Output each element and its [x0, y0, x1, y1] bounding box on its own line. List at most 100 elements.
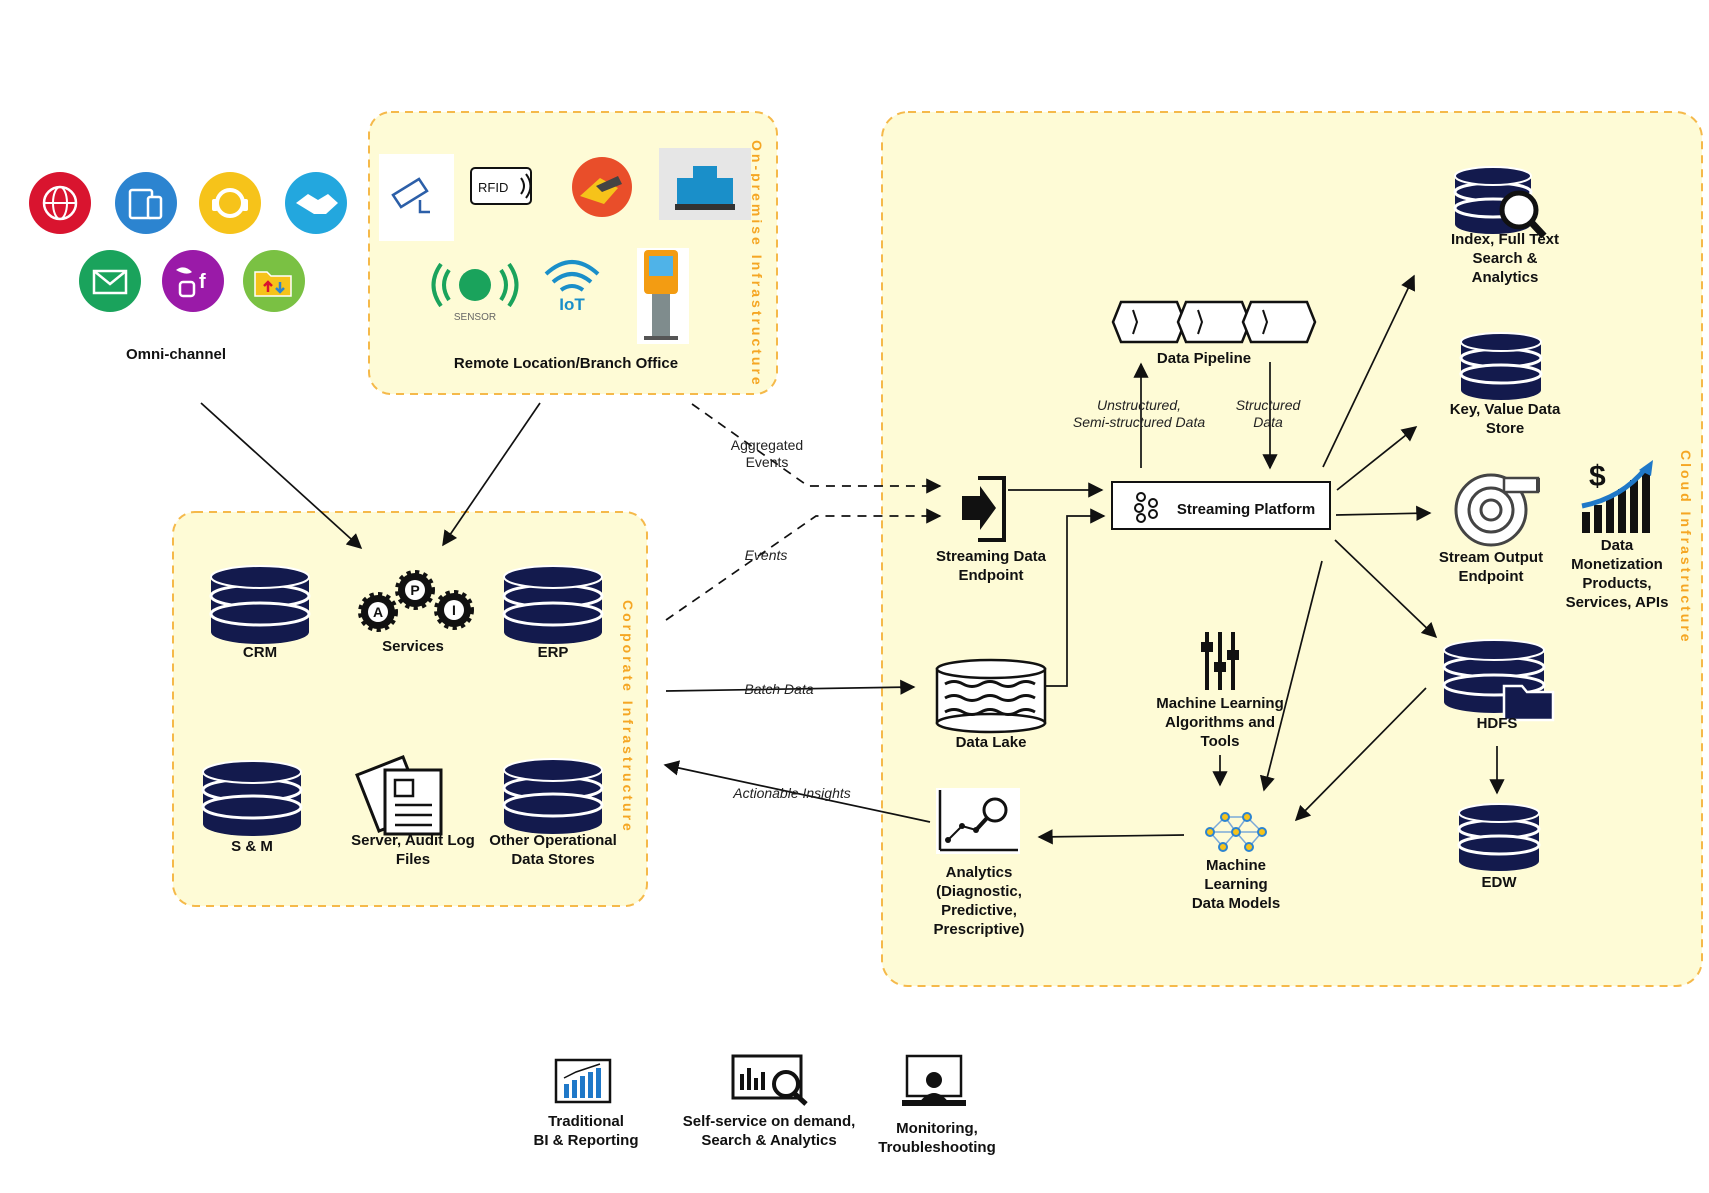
barcode-scanner-icon [572, 157, 632, 217]
edw-icon [1457, 803, 1541, 871]
edge-platform-to-ml-models [1259, 560, 1323, 792]
rfid-icon: RFID [470, 167, 532, 205]
ml-tools-label-line3: Tools [1201, 733, 1240, 750]
data-pipeline-icon [1111, 300, 1317, 344]
monetization-label-line2: Monetization [1571, 556, 1663, 573]
remote-office-label: Remote Location/Branch Office [454, 355, 678, 372]
monitoring-icon [902, 1054, 966, 1106]
streaming-endpoint-label-line2: Endpoint [959, 567, 1024, 584]
edge-platform-to-stream-output [1335, 505, 1432, 521]
monitoring-label-line2: Troubleshooting [878, 1139, 996, 1156]
api-gear-a: A [373, 604, 383, 620]
crm-database-icon [209, 565, 311, 644]
devices-icon [115, 172, 177, 234]
index-search-icon [1453, 166, 1547, 239]
edge-lake-to-platform [1046, 508, 1106, 687]
unstructured-label-line2: Semi-structured Data [1073, 414, 1205, 430]
ml-models-label-line3: Data Models [1192, 895, 1280, 912]
index-search-label-line3: Analytics [1472, 269, 1539, 286]
index-search-label-line2: Search & [1472, 250, 1537, 267]
key-value-label-line2: Store [1486, 420, 1524, 437]
ml-models-icon [1205, 812, 1267, 852]
monetization-icon: $ [1581, 460, 1653, 533]
cash-register-icon [659, 148, 751, 220]
shared-folder-icon [243, 250, 305, 312]
sm-label: S & M [231, 838, 273, 855]
services-label: Services [382, 638, 444, 655]
rfid-icon-text: RFID [478, 180, 508, 195]
analytics-label-line3: Predictive, [941, 902, 1017, 919]
web-icon [29, 172, 91, 234]
server-logs-label-line2: Files [396, 851, 430, 868]
batch-data-label: Batch Data [744, 681, 813, 697]
kafka-icon [1134, 492, 1158, 523]
analytics-label-line1: Analytics [946, 864, 1013, 881]
log-files-icon [355, 755, 443, 836]
edge-ml-models-to-analytics [1037, 829, 1185, 845]
omni-channel-label: Omni-channel [126, 346, 226, 363]
self-service-label-line2: Search & Analytics [701, 1132, 836, 1149]
ml-models-label-line2: Learning [1204, 876, 1267, 893]
ml-tools-label-line1: Machine Learning [1156, 695, 1284, 712]
streaming-endpoint-icon [962, 476, 1006, 542]
actionable-insights-label: Actionable Insights [732, 785, 851, 801]
edge-omni-to-services [200, 402, 363, 550]
unstructured-label-line1: Unstructured, [1097, 397, 1181, 413]
other-stores-label-line2: Data Stores [511, 851, 594, 868]
index-search-label-line1: Index, Full Text [1451, 231, 1559, 248]
api-gear-p: P [410, 582, 419, 598]
events-label: Events [745, 547, 788, 563]
edge-aggregated-events [691, 403, 942, 494]
self-service-icon [731, 1054, 808, 1106]
on-premise-zone-label: On-premise Infrastructure [749, 140, 765, 388]
sensor-icon: SENSOR [431, 262, 519, 323]
corporate-zone-label: Corporate Infrastructure [620, 600, 636, 834]
edge-platform-to-hdfs [1334, 539, 1438, 639]
ml-tools-label-line2: Algorithms and [1165, 714, 1275, 731]
handshake-icon [285, 172, 347, 234]
social-media-icon: f [162, 250, 224, 312]
server-logs-label-line1: Server, Audit Log [351, 832, 475, 849]
analytics-icon [936, 788, 1020, 854]
iot-icon-text: IoT [559, 295, 585, 314]
structured-label-line2: Data [1253, 414, 1283, 430]
support-icon [199, 172, 261, 234]
data-pipeline-label: Data Pipeline [1157, 350, 1251, 367]
edge-actionable-insights [663, 760, 931, 823]
erp-label: ERP [538, 644, 569, 661]
data-lake-label: Data Lake [956, 734, 1027, 751]
other-stores-label-line1: Other Operational [489, 832, 617, 849]
stream-output-label-line1: Stream Output [1439, 549, 1543, 566]
streaming-platform-node: Streaming Platform [1111, 481, 1331, 530]
ml-models-label-line1: Machine [1206, 857, 1266, 874]
other-stores-database-icon [502, 758, 604, 834]
kiosk-icon [637, 248, 689, 344]
api-gear-i: I [452, 602, 456, 618]
edge-platform-to-keyvalue [1336, 426, 1418, 491]
email-icon [79, 250, 141, 312]
ml-tools-icon [1201, 632, 1239, 690]
svg-text:f: f [199, 271, 206, 293]
analytics-label-line4: Prescriptive) [934, 921, 1025, 938]
hdfs-icon [1442, 639, 1555, 722]
edge-events [665, 508, 942, 621]
cctv-camera-icon [379, 154, 454, 241]
streaming-platform-label: Streaming Platform [1177, 501, 1315, 518]
edw-label: EDW [1482, 874, 1518, 891]
streaming-endpoint-label-line1: Streaming Data [936, 548, 1047, 565]
self-service-label-line1: Self-service on demand, [683, 1113, 856, 1130]
edge-remote-to-services [442, 402, 541, 547]
monetization-label-line3: Products, [1582, 575, 1651, 592]
crm-label: CRM [243, 644, 277, 661]
monetization-dollar: $ [1589, 460, 1606, 493]
aggregated-events-label-line2: Events [746, 454, 789, 470]
stream-output-icon [1454, 473, 1540, 547]
monetization-label-line4: Services, APIs [1566, 594, 1669, 611]
edge-hdfs-to-ml-models [1294, 687, 1427, 822]
stream-output-label-line2: Endpoint [1459, 568, 1524, 585]
sensor-icon-text: SENSOR [454, 312, 496, 323]
monetization-label-line1: Data [1601, 537, 1634, 554]
api-gears-icon: A P I [358, 570, 474, 632]
